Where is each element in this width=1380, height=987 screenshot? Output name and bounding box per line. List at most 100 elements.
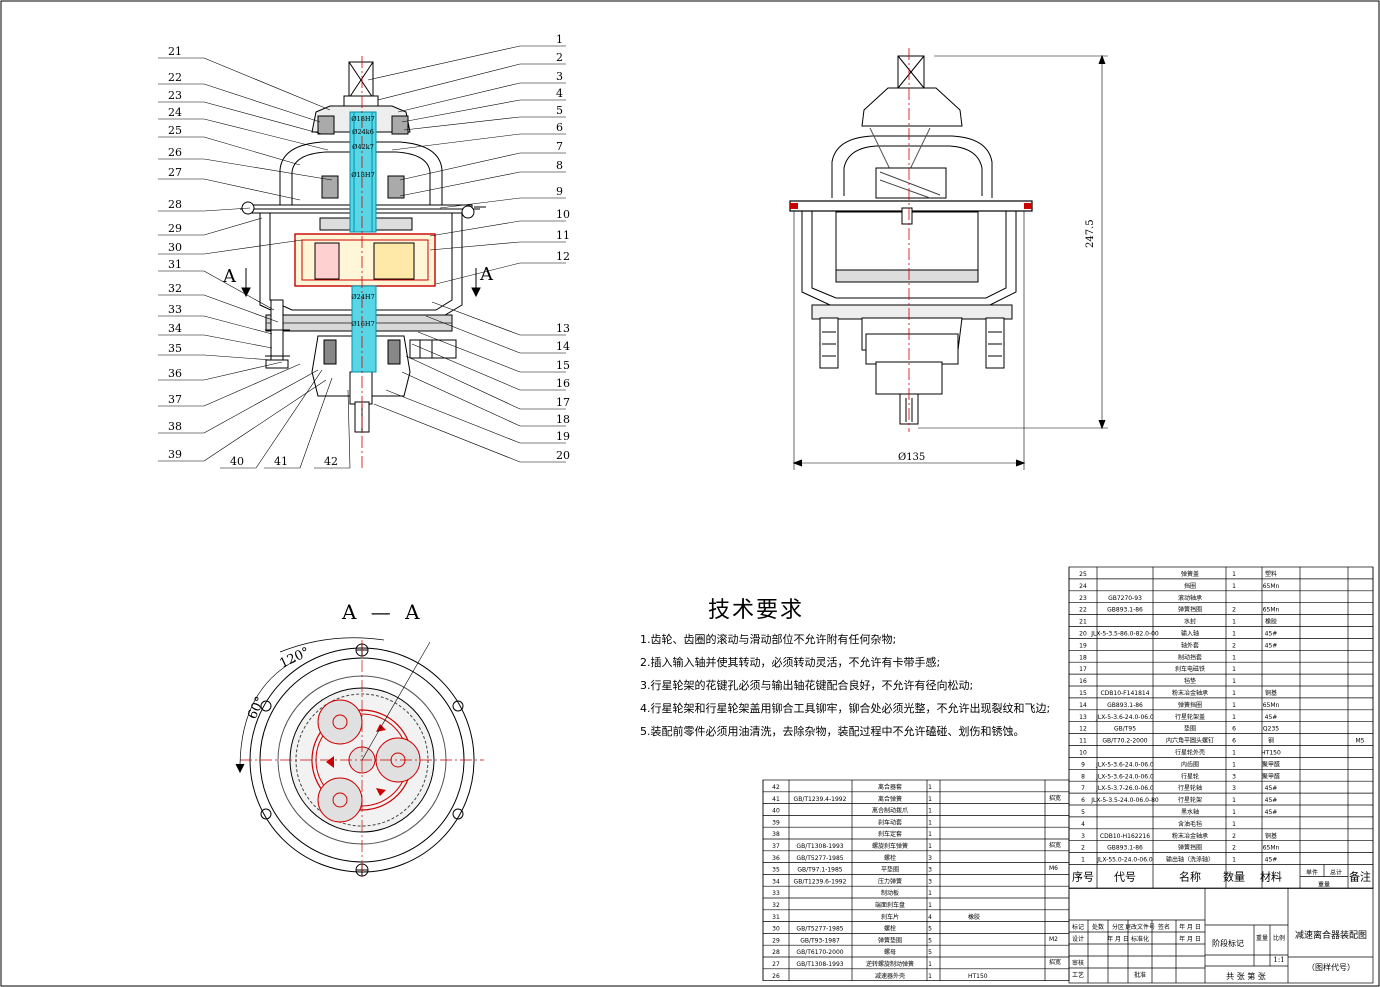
bom-cell: 23 xyxy=(1079,595,1087,602)
callout-label: 26 xyxy=(168,146,182,159)
bom-cell: 橡胶 xyxy=(1265,618,1277,626)
bom-cell: 65Mn xyxy=(1263,583,1280,590)
callout-label: 23 xyxy=(168,89,182,102)
callout-label: 35 xyxy=(168,342,182,355)
callout-label: 1 xyxy=(556,33,563,46)
fit-label: Ø24H7 xyxy=(351,293,374,301)
diameter-dimension: Ø135 xyxy=(898,452,925,463)
angle-120-label: 120° xyxy=(277,645,312,672)
title-cell: 年 月 日 xyxy=(1179,923,1201,931)
bom-cell: 20 xyxy=(1079,631,1087,638)
bom-cell: 6 xyxy=(1232,738,1236,745)
callout-label: 29 xyxy=(168,222,182,235)
bom-cell: 65Mn xyxy=(1263,607,1280,614)
tech-item: 2.插入输入轴并使其转动，必须转动灵活，不允许有卡带手感; xyxy=(640,656,941,669)
bom-tables xyxy=(762,566,1374,984)
bom-cell: 1 xyxy=(1232,750,1236,757)
bom-cell: 32 xyxy=(772,902,780,909)
bom-header-qty: 数量 xyxy=(1223,871,1245,884)
side-mark: 招宽 xyxy=(1049,841,1061,849)
bom-cell: 端面刹车盘 xyxy=(875,901,905,909)
bom-cell: 橡胶 xyxy=(968,913,980,921)
callout-label: 7 xyxy=(556,140,563,153)
bom-cell: 1 xyxy=(928,831,932,838)
bom-cell: 离合器套 xyxy=(878,783,902,791)
callout-label: 28 xyxy=(168,198,182,211)
callout-label: 39 xyxy=(168,448,182,461)
bom-cell: 25 xyxy=(1079,571,1087,578)
callout-label: 37 xyxy=(168,393,182,406)
bom-cell: GB/T1308-1993 xyxy=(796,961,843,968)
bom-cell: 45# xyxy=(1265,857,1278,864)
bom-cell: 1 xyxy=(1232,583,1236,590)
bom-cell: 17 xyxy=(1079,666,1087,673)
bom-cell: 22 xyxy=(1079,607,1087,614)
section-mark-left: A xyxy=(222,266,237,287)
bom-cell: 行星轮 xyxy=(1181,772,1199,780)
bom-cell: GB/T97.1-1985 xyxy=(797,867,842,874)
bom-cell: 41 xyxy=(772,796,780,803)
bom-cell: 38 xyxy=(772,831,780,838)
callout-numbers: 2122232425262728293031323334353637383912… xyxy=(168,33,570,468)
bom-cell: 弹簧盖 xyxy=(1181,570,1199,578)
bom-cell: GB7270-93 xyxy=(1108,595,1142,602)
bom-cell: 螺栓 xyxy=(884,854,896,862)
bom-cell: 45# xyxy=(1265,797,1278,804)
bom-cell: GB893.1-86 xyxy=(1107,845,1143,852)
bom-cell: 15 xyxy=(1079,690,1087,697)
bom-header-total: 总计 xyxy=(1330,869,1342,877)
bom-cell: 挡圈 xyxy=(1184,582,1196,590)
bom-cell: 铜基 xyxy=(1265,832,1277,840)
callout-label: 17 xyxy=(556,396,570,409)
bom-cell: JLX-5-3.5-86.0-82.0-00 xyxy=(1090,631,1159,638)
bom-cell: 1 xyxy=(1232,761,1236,768)
title-cell: 更改文件号 xyxy=(1125,923,1155,931)
bom-cell: 螺旋刹车弹簧 xyxy=(872,842,908,850)
fit-label: Ø24k6 xyxy=(352,128,374,136)
bom-cell: 5 xyxy=(928,937,932,944)
title-cell: 审核 xyxy=(1072,959,1084,967)
bom-cell: 45# xyxy=(1265,631,1278,638)
bom-cell: 1 xyxy=(928,796,932,803)
callout-label: 40 xyxy=(230,455,244,468)
bom-cell: 6 xyxy=(1232,726,1236,733)
bom-cell: 垫圈 xyxy=(1184,725,1196,733)
bom-cell: 19 xyxy=(1079,642,1087,649)
bom-cell: 26 xyxy=(772,973,780,980)
bom-cell: 制动挡套 xyxy=(1178,653,1202,661)
external-view xyxy=(789,48,1108,470)
bom-cell: 螺母 xyxy=(884,948,896,956)
bom-cell: CDB10-F141814 xyxy=(1100,690,1149,697)
callout-label: 27 xyxy=(168,166,182,179)
bom-cell: 1 xyxy=(1081,857,1085,864)
bom-cell: 28 xyxy=(772,949,780,956)
bom-cell: 37 xyxy=(772,843,780,850)
bom-cell: 2 xyxy=(1232,642,1236,649)
bom-cell: 1 xyxy=(1232,702,1236,709)
callout-label: 38 xyxy=(168,420,182,433)
title-cell: 分区 xyxy=(1112,923,1124,931)
tech-item: 4.行星轮架和行星轮架盖用铆合工具铆牢，铆合处必须光整，不允许出现裂纹和飞边; xyxy=(640,702,1051,715)
bom-cell: 输出轴（洗涤轴） xyxy=(1166,856,1214,864)
bom-cell: 14 xyxy=(1079,702,1087,709)
drawing-name: 减速离合器装配图 xyxy=(1295,929,1367,941)
callout-label: 19 xyxy=(556,430,570,443)
bom-cell: 35 xyxy=(772,867,780,874)
bom-cell: GB/T93-1987 xyxy=(800,937,840,944)
bom-cell: 行星轮架 xyxy=(1178,796,1202,804)
callout-label: 30 xyxy=(168,241,182,254)
bom-cell: 1 xyxy=(928,890,932,897)
bom-cell: 5 xyxy=(928,926,932,933)
bom-cell: 2 xyxy=(1232,607,1236,614)
bom-cell: 塑料 xyxy=(1265,570,1277,578)
bom-cell: 1 xyxy=(1232,821,1236,828)
bom-cell: 1 xyxy=(1232,619,1236,626)
bom-cell: 4 xyxy=(1081,821,1085,828)
bom-cell: 39 xyxy=(772,819,780,826)
bom-cell: 4 xyxy=(928,914,932,921)
bom-cell: 离合弹簧 xyxy=(878,795,902,803)
bom-cell: 45# xyxy=(1265,785,1278,792)
bom-cell: 1 xyxy=(1232,654,1236,661)
callout-label: 36 xyxy=(168,367,182,380)
